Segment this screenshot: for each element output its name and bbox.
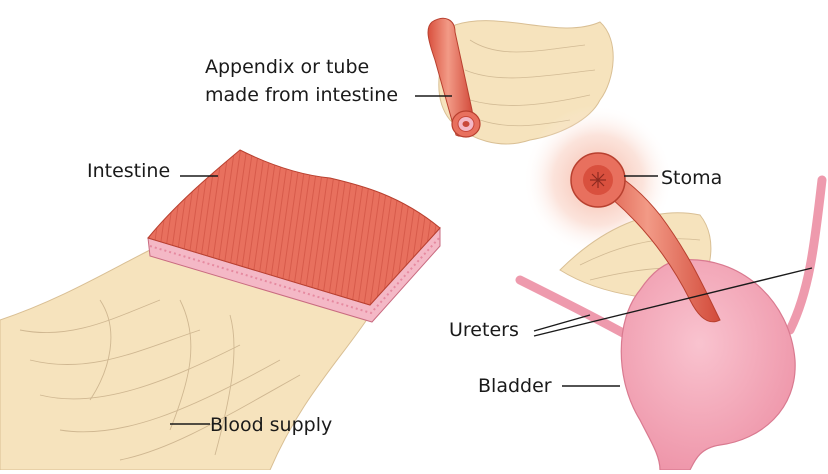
bladder <box>621 260 795 470</box>
ureter-right <box>790 180 822 330</box>
appendix-label-line1: Appendix or tube <box>205 55 369 79</box>
blood-supply-label: Blood supply <box>210 413 332 437</box>
stoma-label: Stoma <box>661 166 722 190</box>
appendix-label-line2: made from intestine <box>205 83 398 107</box>
intestine-label: Intestine <box>87 159 170 183</box>
bladder-group <box>520 105 822 470</box>
bladder-label: Bladder <box>478 374 552 398</box>
ureters-label: Ureters <box>449 318 519 342</box>
